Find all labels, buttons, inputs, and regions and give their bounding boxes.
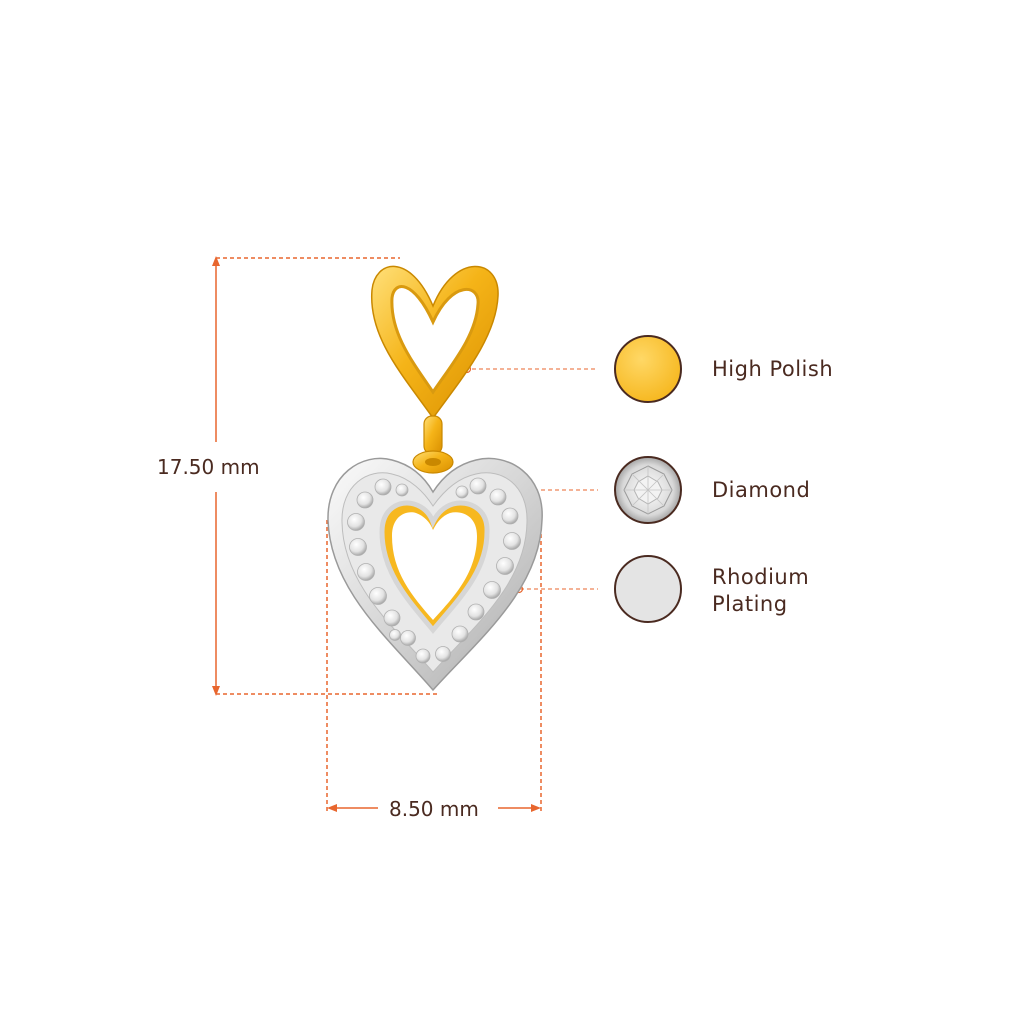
legend-label-diamond: Diamond — [712, 478, 811, 502]
rhodium-swatch — [614, 555, 682, 623]
width-dimension-label: 8.50 mm — [389, 797, 479, 821]
diamond-swatch — [614, 456, 682, 524]
rhodium-heart-pendant — [327, 457, 543, 692]
arrow-down-icon — [212, 686, 220, 696]
pave-diamonds — [347, 477, 521, 664]
legend-swatches — [614, 335, 682, 623]
arrow-left-icon — [327, 804, 337, 812]
gold-swatch — [614, 335, 682, 403]
legend-label-rhodium-line2: Plating — [712, 592, 788, 616]
height-dimension-label: 17.50 mm — [157, 455, 260, 479]
height-dimension — [212, 256, 440, 696]
gold-heart-stud — [371, 265, 499, 420]
width-dimension — [326, 520, 542, 812]
gold-bail — [412, 415, 454, 474]
legend-label-rhodium-line1: Rhodium — [712, 565, 810, 589]
arrow-right-icon — [531, 804, 541, 812]
legend-label-rhodium-plating: Rhodium Plating — [712, 564, 809, 618]
legend-label-high-polish: High Polish — [712, 357, 834, 381]
arrow-up-icon — [212, 256, 220, 266]
